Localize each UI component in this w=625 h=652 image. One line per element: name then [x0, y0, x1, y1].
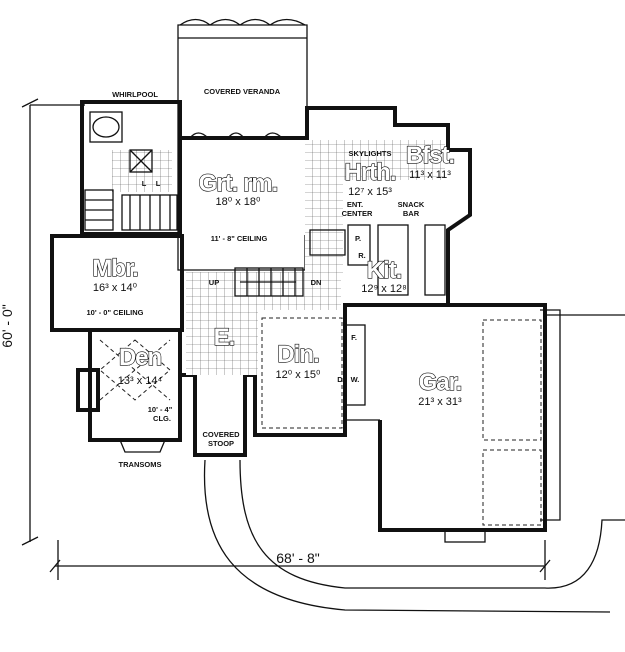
great-room-title: Grt. rm. — [199, 170, 278, 197]
snack-bar-label-2: BAR — [403, 209, 420, 218]
dining-title: Din. — [277, 341, 319, 368]
den-bay — [76, 339, 171, 453]
dining-size: 12⁰ x 15⁰ — [276, 369, 321, 381]
skylights-label: SKYLIGHTS — [349, 149, 392, 158]
hearth-size: 12⁷ x 15³ — [348, 186, 392, 198]
ent-center-label-2: CENTER — [342, 209, 373, 218]
stoop-label-2: STOOP — [208, 439, 234, 448]
transoms-label: TRANSOMS — [119, 460, 162, 469]
linen-mark-2: L — [156, 179, 161, 188]
master-title: Mbr. — [92, 255, 138, 282]
breakfast-title: Bfst. — [406, 142, 455, 169]
hearth-title: Hrth. — [345, 159, 396, 186]
ent-center-label-1: ENT. — [347, 200, 363, 209]
great-room-ceiling: 11' - 8" CEILING — [211, 234, 268, 243]
master-ceiling: 10' - 0" CEILING — [86, 308, 143, 317]
depth-dimension: 60' - 0" — [0, 304, 15, 347]
width-dimension-line — [49, 540, 551, 580]
den-ceiling-2: CLG. — [153, 414, 171, 423]
linen-mark-1: L — [142, 179, 147, 188]
garage-title: Gar. — [419, 369, 462, 396]
den-ceiling-1: 10' - 4" — [148, 405, 173, 414]
stoop-label-1: COVERED — [202, 430, 240, 439]
stairs-down-mark: DN — [311, 278, 322, 287]
kitchen-title: Kit. — [367, 257, 402, 284]
stairs — [234, 267, 304, 297]
refrigerator-mark: R. — [358, 251, 366, 260]
kitchen-counters — [309, 224, 446, 296]
entry-title: E. — [214, 324, 235, 351]
stairs-up-mark: UP — [209, 278, 219, 287]
pantry-mark: P. — [355, 234, 361, 243]
den-title: Den — [119, 344, 162, 371]
washer-mark: W. — [351, 375, 360, 384]
width-dimension: 68' - 8" — [276, 550, 319, 566]
garage — [378, 303, 625, 543]
driveway — [203, 459, 625, 613]
breakfast-size: 11³ x 11³ — [409, 169, 451, 181]
dryer-mark: D. — [337, 375, 345, 384]
whirlpool-label: WHIRLPOOL — [112, 90, 158, 99]
garage-size: 21³ x 31³ — [418, 396, 462, 408]
snack-bar-label-1: SNACK — [398, 200, 425, 209]
master-bath — [80, 100, 182, 236]
master-size: 16³ x 14⁰ — [93, 282, 138, 294]
veranda-label: COVERED VERANDA — [204, 87, 281, 96]
freezer-mark: F. — [351, 333, 357, 342]
dining-outline — [261, 317, 366, 429]
entry-floor — [186, 140, 445, 375]
great-room-size: 18⁰ x 18⁰ — [216, 196, 261, 208]
den-size: 13³ x 14⁴ — [118, 375, 163, 387]
depth-dimension-line — [21, 98, 85, 546]
veranda — [177, 18, 308, 139]
kitchen-size: 12⁹ x 12⁸ — [361, 283, 406, 295]
